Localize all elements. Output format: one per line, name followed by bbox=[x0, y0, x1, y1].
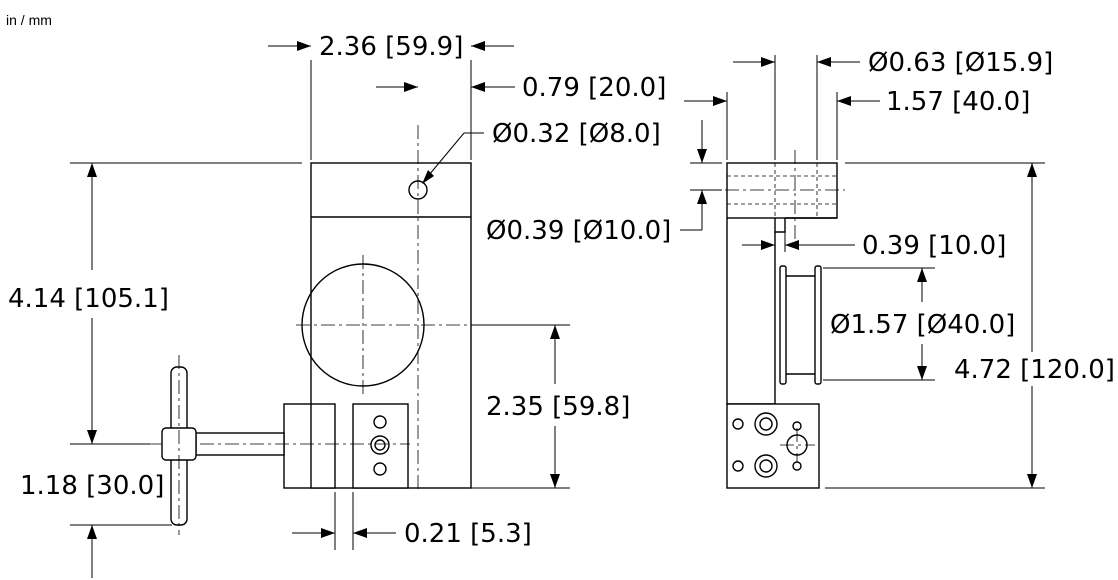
dim-clamp-gap: 0.21 [5.3] bbox=[292, 492, 532, 550]
dim-width-top-label: 2.36 [59.9] bbox=[319, 32, 463, 62]
dim-spool-dia: Ø1.57 [Ø40.0] bbox=[823, 267, 1015, 381]
side-base-plate bbox=[726, 403, 820, 489]
spool-flange-right bbox=[814, 265, 822, 385]
plate-hole-top bbox=[373, 415, 387, 429]
clamp-block bbox=[283, 403, 336, 489]
plate-screw-outer bbox=[370, 435, 390, 455]
side-screw-2-inner bbox=[759, 459, 773, 473]
mounting-plate bbox=[352, 403, 409, 489]
side-screw-2-outer bbox=[754, 454, 778, 478]
plate-hole-bottom bbox=[373, 462, 387, 476]
dim-side-bore-label: Ø0.63 [Ø15.9] bbox=[868, 48, 1053, 78]
dim-width-top: 2.36 [59.9] bbox=[268, 32, 514, 160]
dim-height-total: 4.14 [105.1] bbox=[8, 162, 302, 445]
spool-flange-left bbox=[779, 265, 787, 385]
side-plate-hole-1 bbox=[732, 418, 744, 430]
dim-side-height-label: 4.72 [120.0] bbox=[954, 355, 1115, 385]
dim-knob-height: 1.18 [30.0] bbox=[20, 471, 172, 578]
dim-side-thickness-label: 0.39 [10.0] bbox=[862, 231, 1006, 261]
dim-side-hole-label: Ø0.39 [Ø10.0] bbox=[486, 216, 671, 246]
plate-screw-inner bbox=[374, 439, 386, 451]
side-plate-hole-2 bbox=[732, 460, 744, 472]
dim-knob-height-label: 1.18 [30.0] bbox=[20, 471, 164, 501]
dim-height-axis-label: 2.35 [59.8] bbox=[486, 392, 630, 422]
side-view bbox=[700, 150, 845, 489]
side-screw-1-outer bbox=[754, 412, 778, 436]
dim-hole-small-label: Ø0.32 [Ø8.0] bbox=[492, 119, 661, 149]
dim-side-height: 4.72 [120.0] bbox=[825, 162, 1115, 489]
dim-side-depth: 1.57 [40.0] bbox=[684, 87, 1030, 160]
dim-side-depth-label: 1.57 [40.0] bbox=[886, 87, 1030, 117]
dim-clamp-gap-label: 0.21 [5.3] bbox=[404, 519, 532, 549]
side-screw-1-inner bbox=[759, 417, 773, 431]
dim-hole-small: Ø0.32 [Ø8.0] bbox=[422, 119, 661, 184]
units-label: in / mm bbox=[6, 12, 52, 28]
side-top-block bbox=[726, 162, 838, 219]
dim-height-axis: 2.35 [59.8] bbox=[471, 324, 630, 489]
dim-offset-hole-label: 0.79 [20.0] bbox=[522, 73, 666, 103]
front-view bbox=[150, 125, 475, 535]
dim-spool-dia-label: Ø1.57 [Ø40.0] bbox=[830, 310, 1015, 340]
dim-side-bore: Ø0.63 [Ø15.9] bbox=[733, 48, 1053, 160]
dim-height-total-label: 4.14 [105.1] bbox=[8, 284, 169, 314]
dim-side-thickness: 0.39 [10.0] bbox=[742, 231, 1006, 261]
dim-side-hole: Ø0.39 [Ø10.0] bbox=[486, 120, 722, 246]
dim-offset-hole: 0.79 [20.0] bbox=[376, 73, 666, 103]
